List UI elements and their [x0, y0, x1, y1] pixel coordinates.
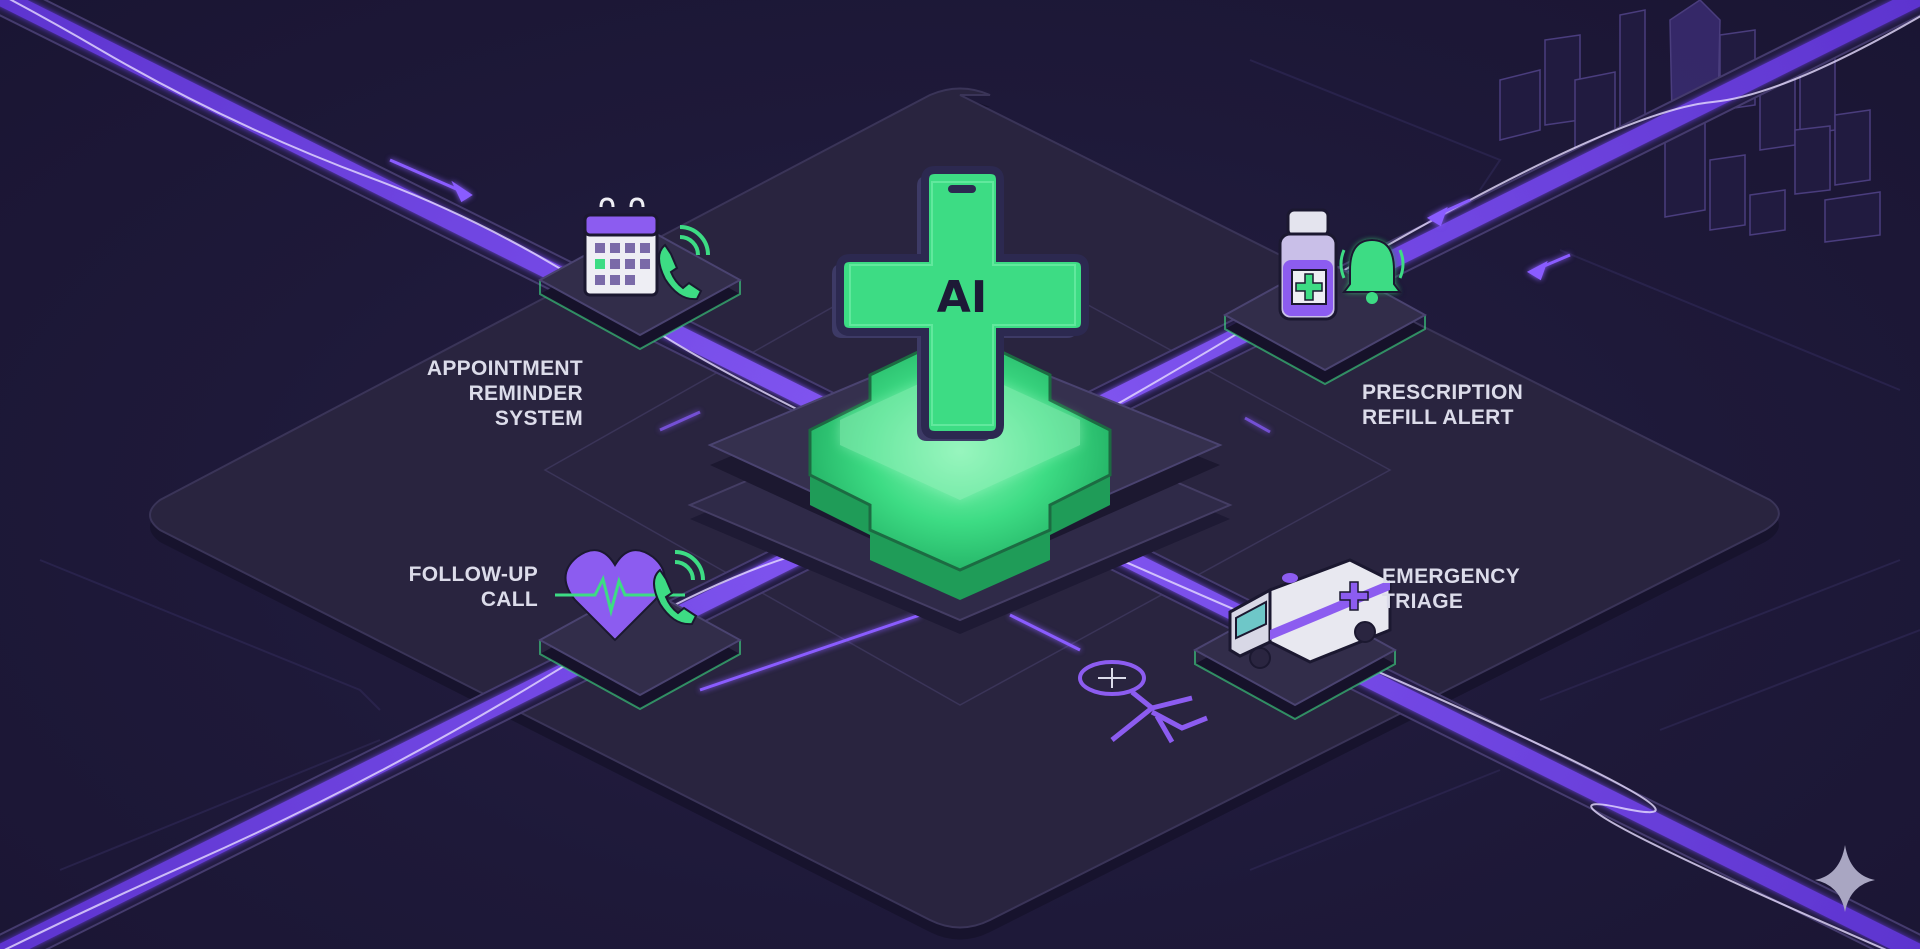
node-label-appointment: APPOINTMENT REMINDER SYSTEM [426, 357, 583, 430]
node-label-followup: FOLLOW-UP CALL [408, 563, 538, 611]
ai-cross-phone [832, 166, 1089, 441]
background-grid [39, 59, 1920, 871]
calendar-phone-icon [583, 197, 710, 301]
node-label-prescription: PRESCRIPTION REFILL ALERT [1362, 381, 1524, 429]
center-ai-label: AI [936, 272, 988, 323]
sparkle-icon [1815, 845, 1875, 912]
ambulance-icon [1228, 558, 1392, 669]
routing-split-arrows-icon [1078, 660, 1208, 744]
flow-arrows [389, 158, 1571, 692]
medicine-bottle-bell-icon [1278, 208, 1405, 321]
node-label-emergency: EMERGENCY TRIAGE [1382, 565, 1521, 613]
heartbeat-phone-icon [555, 549, 705, 642]
